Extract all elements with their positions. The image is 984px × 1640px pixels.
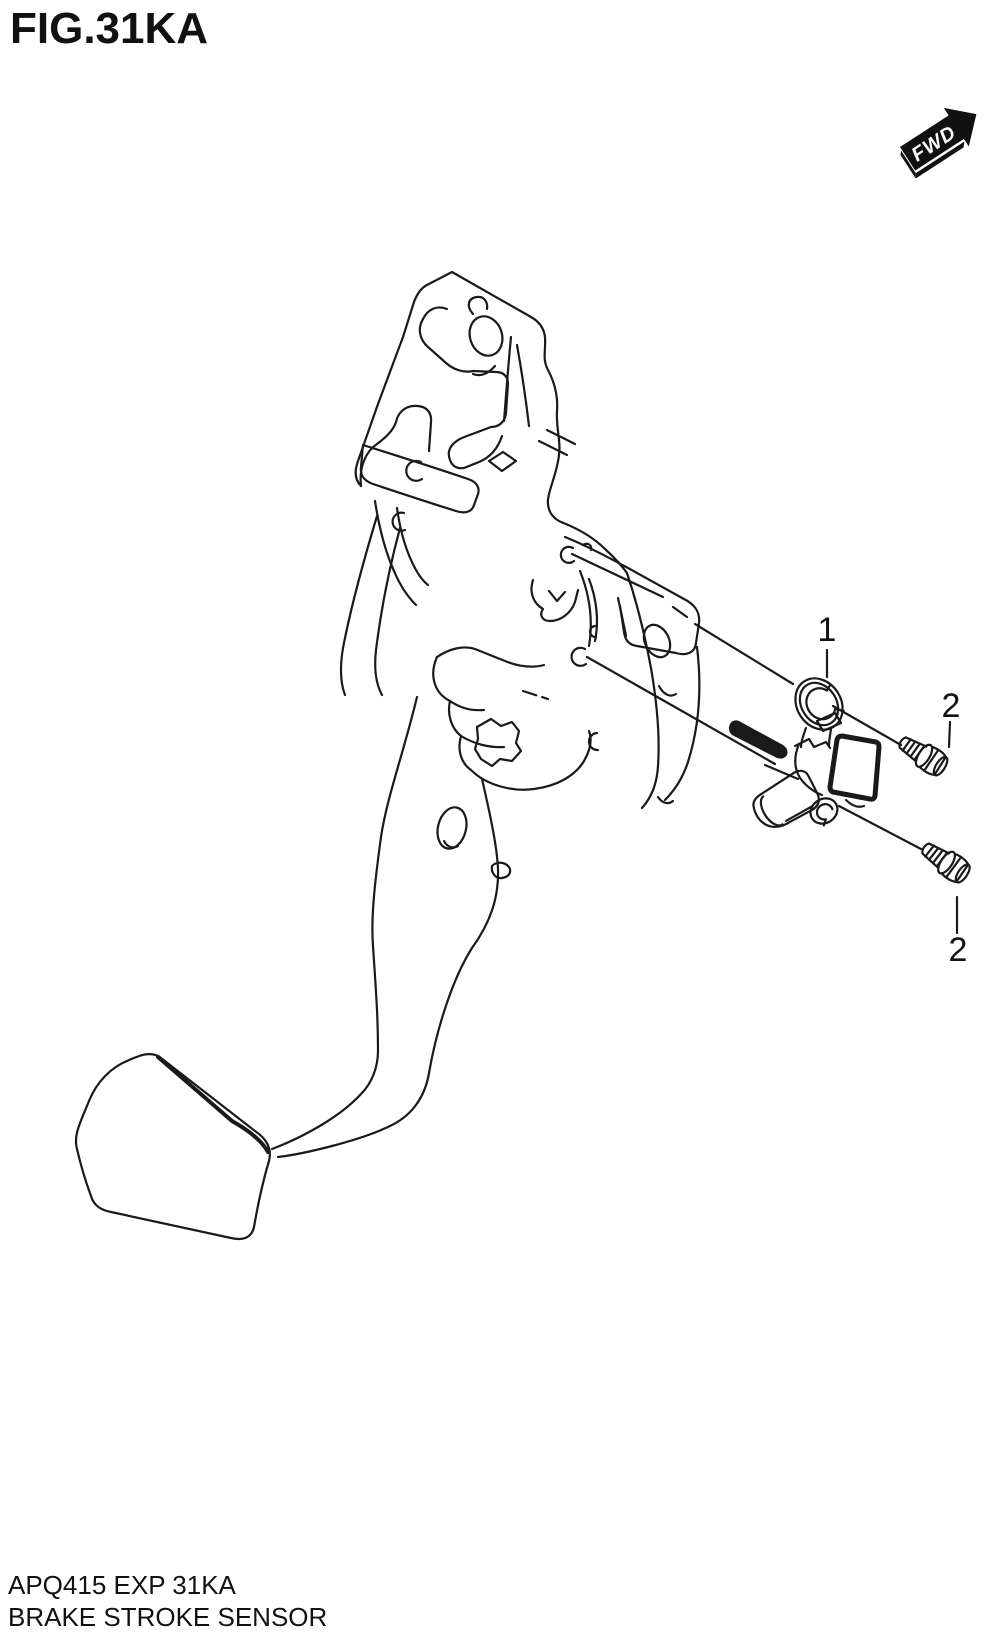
footer-model-code: APQ415 EXP 31KA [8,1570,236,1600]
leader-lines [570,552,959,935]
fwd-arrow: FWD [900,107,977,179]
footer-figure-name: BRAKE STROKE SENSOR [8,1602,328,1632]
brake-stroke-sensor [728,677,882,829]
side-plate [559,535,701,810]
pedal-bracket [354,270,629,575]
pedal-pad [74,1053,271,1241]
callout-1: 1 [818,611,837,649]
callout-2-lower: 2 [949,931,968,969]
sensor-ring [794,677,845,731]
sensor-connector [752,769,820,829]
clevis-bracket [432,569,600,791]
figure-title: FIG.31KA [10,4,209,53]
mounting-bolt-upper [893,729,953,781]
mounting-bolt-lower [915,835,975,888]
sensor-mount-ear [809,797,839,827]
callout-2-upper: 2 [942,687,961,725]
pedal-arm [270,695,512,1159]
hanger-straps [339,404,480,697]
